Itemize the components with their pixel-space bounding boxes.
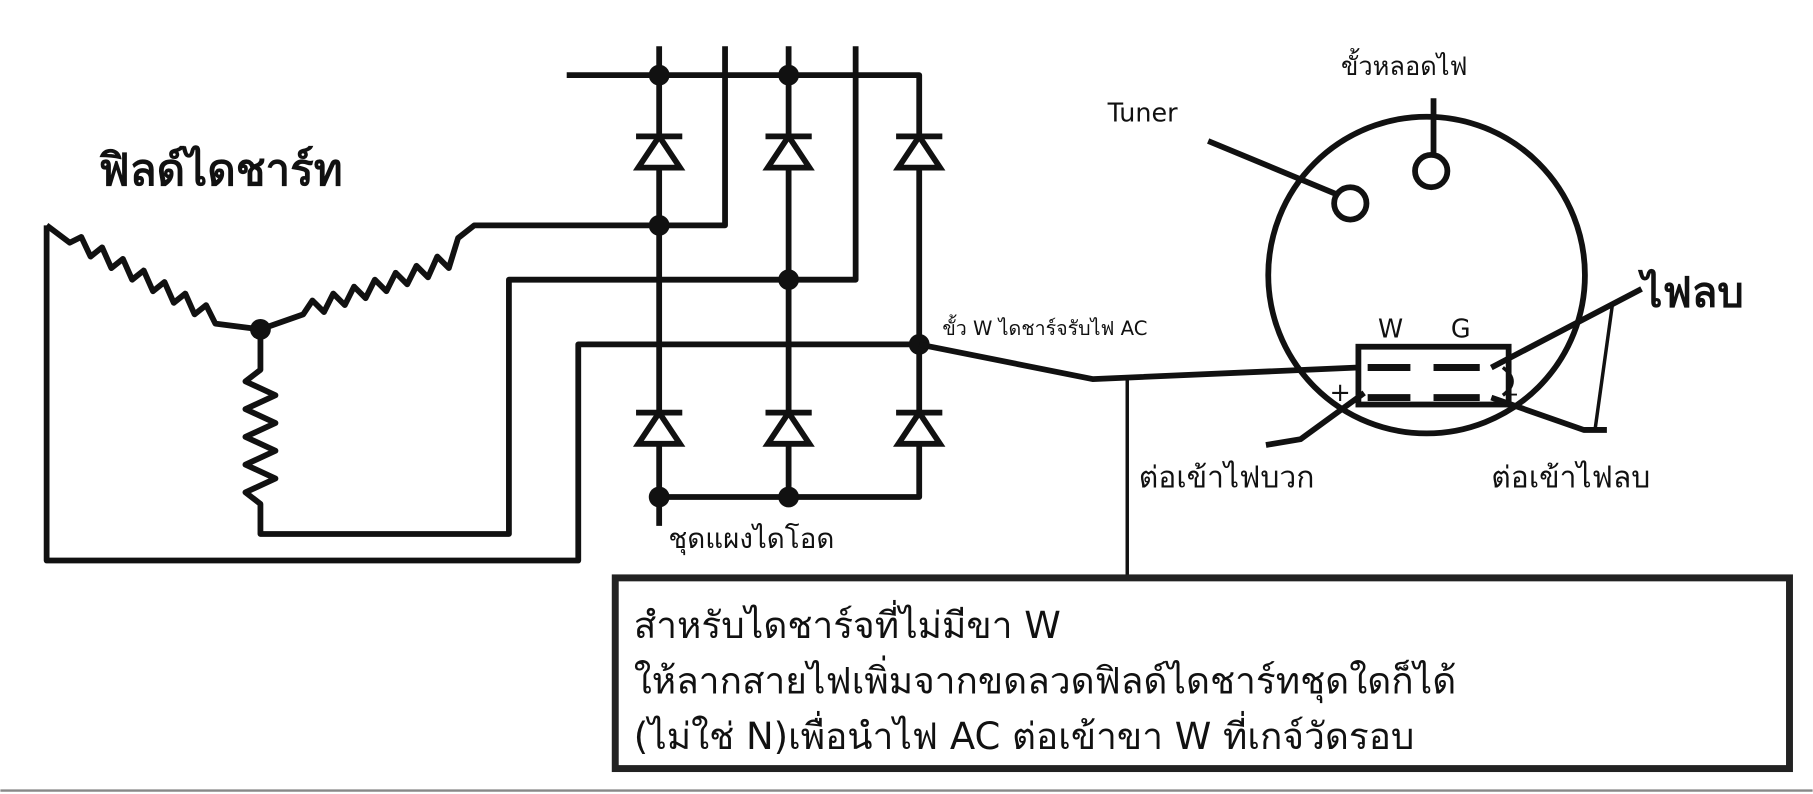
diode-label: ชุดแผงไดโอด: [668, 522, 834, 556]
to-positive-label: ต่อเข้าไฟบวก: [1139, 460, 1315, 496]
pin-g: G: [1451, 313, 1471, 343]
note-line-3: (ไม่ใช่ N)เพื่อนำไฟ AC ต่อเข้าขา W ที่เก…: [634, 711, 1415, 758]
tuner-label: Tuner: [1107, 97, 1178, 127]
plus-sign: +: [1330, 377, 1351, 407]
lamp-terminal: [1412, 151, 1451, 191]
diode-bridge: [250, 46, 946, 526]
w-wire: [918, 341, 1359, 382]
minus-sign: -: [1510, 381, 1518, 407]
lamp-terminal-label: ขั้วหลอดไฟ: [1341, 48, 1467, 81]
w-terminal-label: ขั้ว W ไดชาร์จรับไฟ AC: [942, 314, 1147, 340]
negative-label: ไฟลบ: [1638, 267, 1744, 316]
tachometer-gauge: Tuner ขั้วหลอดไฟ W G + - ไฟลบ ต่อเข้าไฟบ…: [1107, 48, 1744, 496]
gauge-body: [1265, 113, 1588, 437]
pin-w: W: [1378, 313, 1403, 343]
tuner-terminal: [1331, 184, 1370, 223]
note-line-2: ให้ลากสายไฟเพิ่มจากขดลวดฟิลด์ไดชาร์ทชุดใ…: [634, 655, 1457, 703]
note-line-1: สำหรับไดชาร์จที่ไม่มีขา W: [634, 600, 1061, 647]
field-title: ฟิลด์ไดชาร์ท: [99, 144, 343, 196]
to-negative-label: ต่อเข้าไฟลบ: [1491, 460, 1650, 496]
note-box: สำหรับไดชาร์จที่ไม่มีขา W ให้ลากสายไฟเพิ…: [611, 574, 1793, 773]
stator-windings: [43, 46, 920, 564]
